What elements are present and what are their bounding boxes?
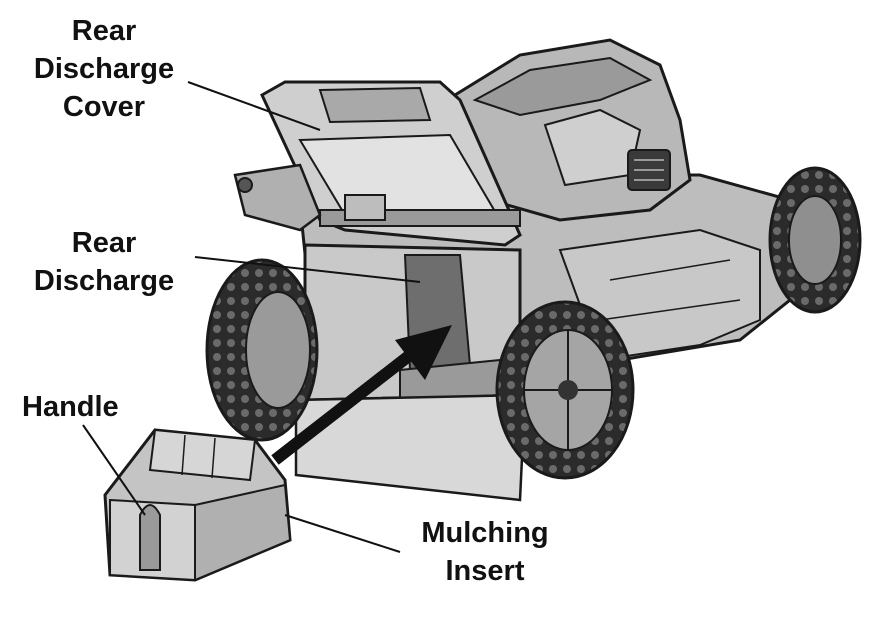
label-line: Insert (445, 555, 525, 587)
mulching-insert-handle (139, 504, 161, 571)
rear-left-wheel (205, 258, 319, 442)
label-mulching-insert: Mulching Insert (395, 514, 575, 590)
label-line: Handle (22, 391, 119, 423)
label-rear-discharge-cover: Rear Discharge Cover (14, 12, 194, 126)
cover-hinge (319, 194, 521, 227)
rear-discharge (294, 243, 527, 502)
mulching-insert (103, 428, 292, 582)
leader-line-mulching (284, 514, 401, 553)
label-line: Discharge (33, 53, 175, 85)
label-rear-discharge: Rear Discharge (14, 224, 194, 300)
insert-direction-arrow (271, 325, 452, 465)
handle-bracket (233, 163, 322, 232)
leader-line-discharge (194, 256, 421, 283)
label-line: Rear (71, 15, 137, 47)
motor-housing (453, 38, 692, 222)
label-line: Rear (71, 227, 137, 259)
label-handle: Handle (14, 388, 142, 426)
rear-right-wheel (495, 300, 635, 480)
label-line: Discharge (33, 265, 175, 297)
label-line: Mulching (421, 517, 549, 549)
front-right-wheel (768, 166, 862, 314)
leader-line-cover (187, 81, 321, 131)
leader-line-handle (82, 424, 146, 516)
label-line: Cover (62, 91, 146, 123)
